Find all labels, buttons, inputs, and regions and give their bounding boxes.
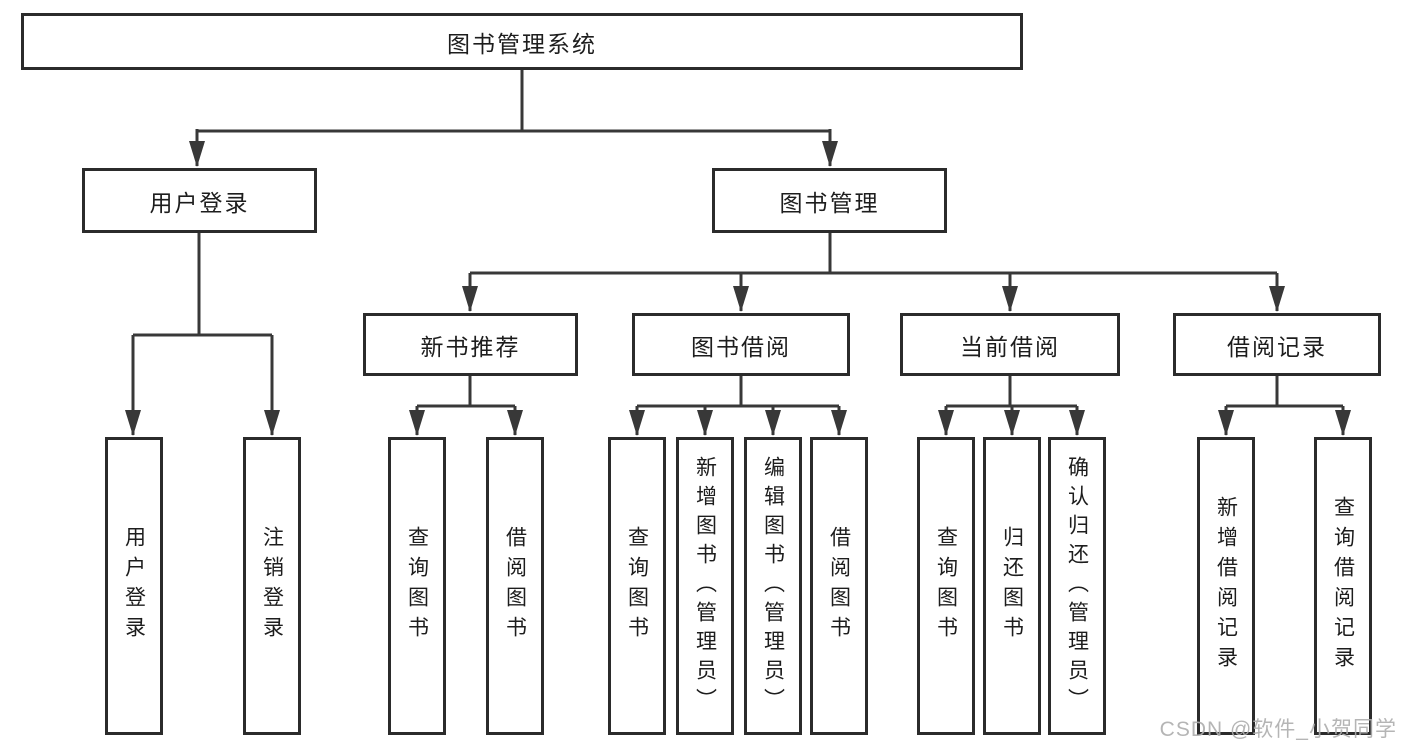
leaf-borrow-books: 借阅图书 <box>810 437 868 735</box>
node-borrowing-records-label: 借阅记录 <box>1227 333 1327 360</box>
connector-new-book-recommend-to-leaves <box>409 376 523 436</box>
leaf-confirm-return-admin: 确认归还（管理员） <box>1048 437 1106 735</box>
node-root-label: 图书管理系统 <box>447 30 597 57</box>
node-root: 图书管理系统 <box>21 13 1023 70</box>
leaf-borrow-books-recommend: 借阅图书 <box>486 437 544 735</box>
node-user-login: 用户登录 <box>82 168 317 233</box>
leaf-query-borrow-record: 查询借阅记录 <box>1314 437 1372 735</box>
connector-book-management-to-level3 <box>462 233 1285 312</box>
node-new-book-recommend-label: 新书推荐 <box>420 333 521 360</box>
leaf-query-books-recommend: 查询图书 <box>388 437 446 735</box>
leaf-logout: 注销登录 <box>243 437 301 735</box>
connector-current-borrowing-to-leaves <box>938 376 1085 436</box>
csdn-watermark: CSDN @软件_小贺同学 <box>1159 718 1397 741</box>
connector-root-to-level2 <box>189 70 838 167</box>
leaf-return-books: 归还图书 <box>983 437 1041 735</box>
leaf-query-books-current: 查询图书 <box>917 437 975 735</box>
leaf-edit-books-admin: 编辑图书（管理员） <box>744 437 802 735</box>
connector-book-borrowing-to-leaves <box>629 376 847 436</box>
connector-borrowing-records-to-leaves <box>1218 376 1351 436</box>
leaf-add-books-admin: 新增图书（管理员） <box>676 437 734 735</box>
leaf-add-borrow-record: 新增借阅记录 <box>1197 437 1255 735</box>
node-user-login-label: 用户登录 <box>149 189 250 216</box>
leaf-user-login: 用户登录 <box>105 437 163 735</box>
node-book-borrowing-label: 图书借阅 <box>691 333 791 360</box>
node-book-management: 图书管理 <box>712 168 947 233</box>
node-book-management-label: 图书管理 <box>779 189 880 216</box>
leaf-query-books-borrowing: 查询图书 <box>608 437 666 735</box>
node-new-book-recommend: 新书推荐 <box>363 313 578 376</box>
node-current-borrowing: 当前借阅 <box>900 313 1120 376</box>
node-borrowing-records: 借阅记录 <box>1173 313 1381 376</box>
node-book-borrowing: 图书借阅 <box>632 313 850 376</box>
connector-user-login-to-leaves <box>125 233 280 436</box>
node-current-borrowing-label: 当前借阅 <box>960 333 1060 360</box>
